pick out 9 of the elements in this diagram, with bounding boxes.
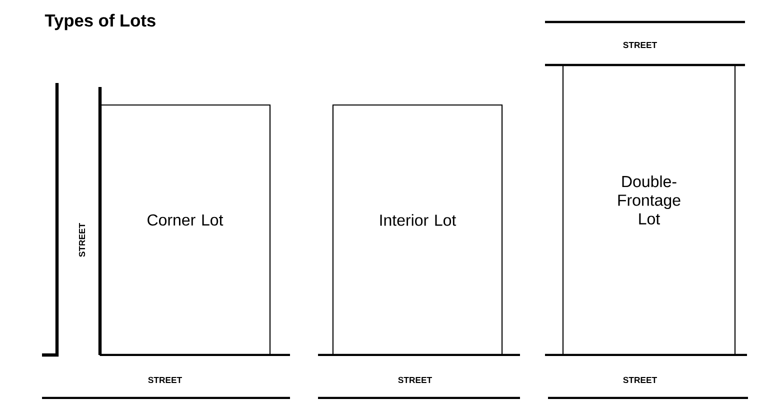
lot-box: Corner Lot [99, 104, 271, 356]
street-label: STREET [78, 223, 86, 257]
street-label: STREET [623, 376, 657, 384]
title: Types of Lots [44, 14, 156, 30]
street-label: STREET [148, 376, 182, 384]
lot-box: Double-Frontage Lot [562, 64, 736, 356]
street-label: STREET [623, 42, 657, 48]
street-label: STREET [398, 376, 432, 384]
lot-box: Interior Lot [332, 104, 503, 356]
